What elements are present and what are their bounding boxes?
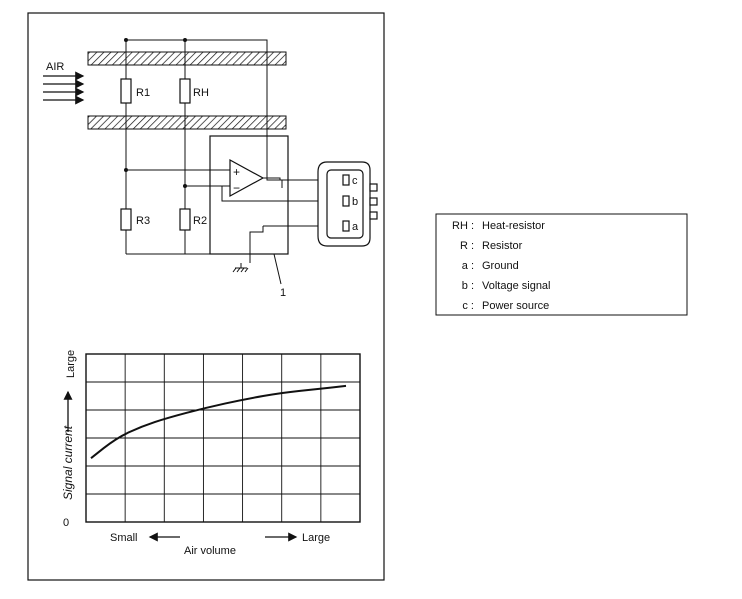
diagram-frame (27, 12, 385, 581)
ground-icon (232, 267, 249, 273)
wires (125, 39, 343, 268)
pin-c-label: c (352, 175, 358, 187)
label-rh: RH (193, 87, 209, 99)
air-arrows (43, 71, 85, 105)
legend-box (435, 213, 688, 316)
air-label: AIR (46, 61, 64, 73)
y-top-label: Large (65, 350, 77, 378)
circuit: AIR (43, 38, 378, 299)
duct-bottom-wall (87, 115, 287, 130)
resistor-rh (179, 78, 191, 104)
pin-a-label: a (352, 221, 359, 233)
legend-text: Heat-resistor (482, 220, 545, 232)
op-amp (229, 158, 265, 198)
resistor-r1 (120, 78, 132, 104)
resistor-r2 (179, 208, 191, 231)
legend-text: Voltage signal (482, 280, 551, 292)
signal-chart: Large Signal current 0 Small Air volume … (61, 350, 361, 557)
legend-text: Power source (482, 300, 549, 312)
y-zero-label: 0 (63, 517, 69, 529)
legend-text: Ground (482, 260, 519, 272)
legend: RH : Heat-resistor R : Resistor a : Ground b :… (435, 213, 688, 316)
op-amp-minus: − (233, 181, 240, 195)
x-right-label: Large (302, 532, 330, 544)
legend-key: b : (462, 280, 474, 292)
signal-curve (90, 384, 347, 459)
chart-grid (85, 353, 361, 523)
label-r3: R3 (136, 215, 150, 227)
op-amp-plus: + (233, 165, 240, 179)
x-left-label: Small (110, 532, 138, 544)
pin-b-label: b (352, 196, 358, 208)
duct-top-wall (87, 51, 287, 66)
legend-key: a : (462, 260, 474, 272)
x-center-label: Air volume (184, 545, 236, 557)
legend-key: c : (462, 300, 474, 312)
control-unit-box (209, 135, 289, 255)
legend-key: R : (460, 240, 474, 252)
resistor-r3 (120, 208, 132, 231)
connector (317, 161, 378, 247)
label-r2: R2 (193, 215, 207, 227)
label-r1: R1 (136, 87, 150, 99)
junction-dots (124, 38, 187, 188)
legend-text: Resistor (482, 240, 523, 252)
y-axis-label: Signal current (61, 425, 75, 500)
part-number-label: 1 (280, 287, 286, 299)
legend-key: RH : (452, 220, 474, 232)
